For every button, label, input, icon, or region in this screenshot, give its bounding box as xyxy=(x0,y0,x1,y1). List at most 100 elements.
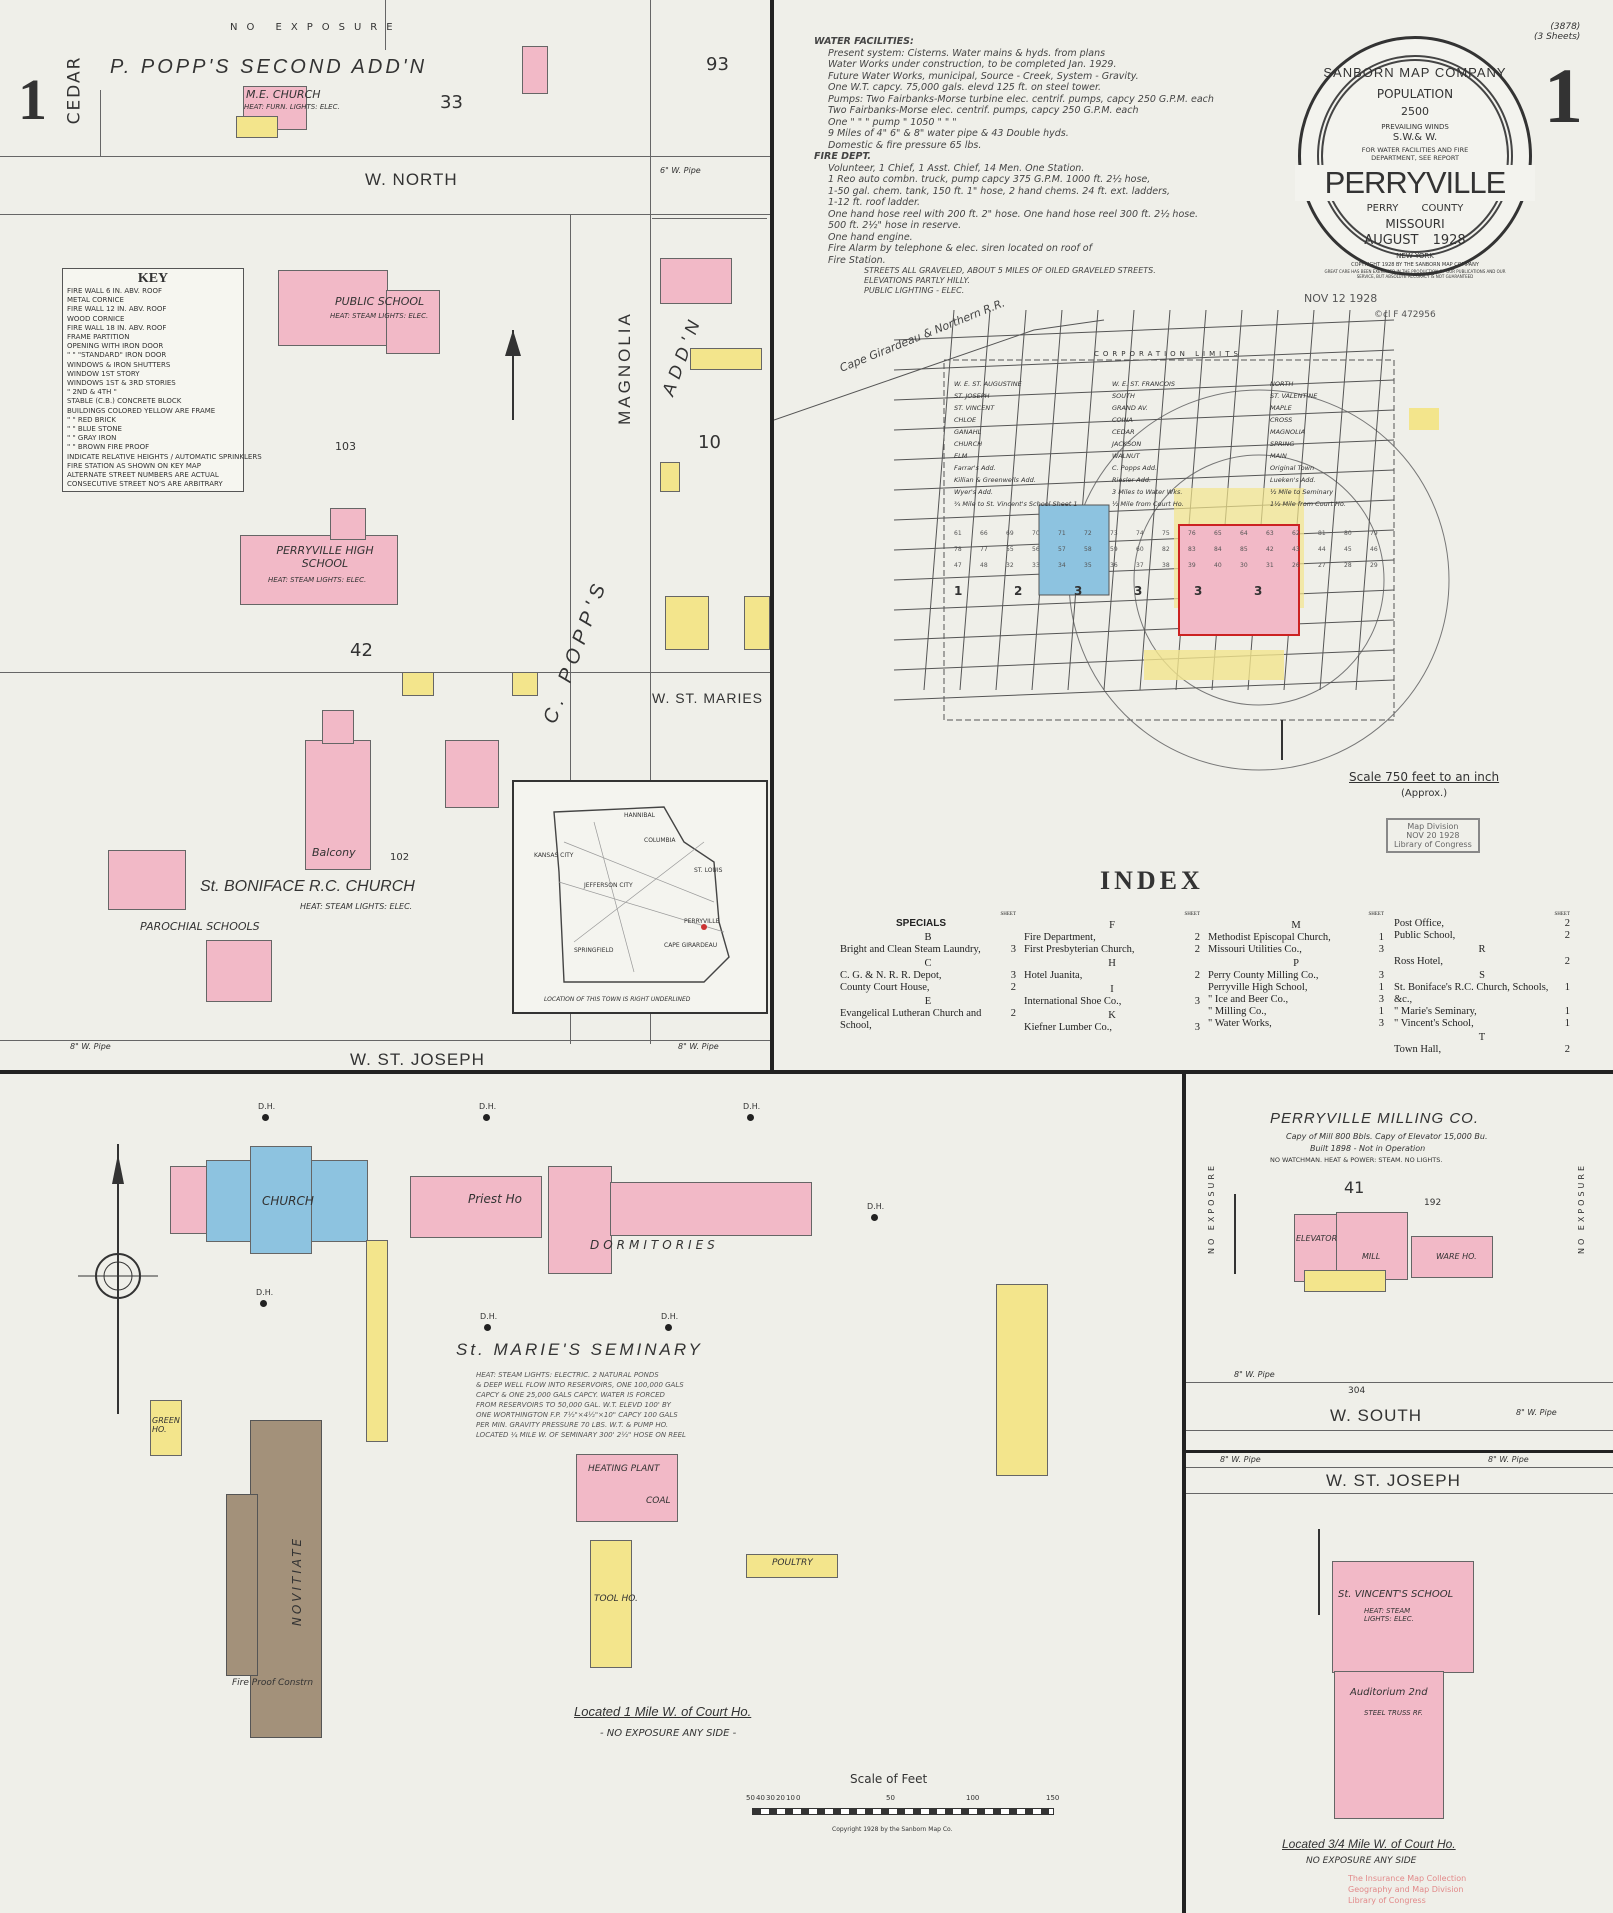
index-entry: Fire Department,2 xyxy=(1024,932,1200,944)
keymap-block-number: 44 xyxy=(1318,546,1326,553)
key-line: INDICATE RELATIVE HEIGHTS / AUTOMATIC SP… xyxy=(67,452,262,461)
index-entry-name: " Marie's Seminary, xyxy=(1394,1006,1477,1017)
tool-house-label: TOOL HO. xyxy=(594,1594,638,1604)
dh-marker-icon xyxy=(871,1214,878,1221)
covered-walk xyxy=(366,1240,388,1442)
report-line: Present system: Cisterns. Water mains & … xyxy=(828,47,1106,59)
building-st-boniface-church xyxy=(305,740,371,870)
coal-label: COAL xyxy=(646,1496,671,1506)
keymap-addition-label: Killian & Greenwells Add. xyxy=(954,476,1036,484)
report-line: 9 Miles of 4" 6" & 8" water pipe & 43 Do… xyxy=(828,128,1069,139)
keymap-block-number: 84 xyxy=(1214,546,1222,553)
index-entry: Methodist Episcopal Church,1 xyxy=(1208,932,1384,944)
keymap-street-line xyxy=(1355,309,1387,691)
key-line: OPENING WITH IRON DOOR xyxy=(67,342,164,351)
keymap-block-number: 45 xyxy=(1344,546,1352,553)
report-line: One " " " pump " 1050 " " " xyxy=(828,116,957,128)
poultry-label: POULTRY xyxy=(772,1558,813,1568)
dh-label: D.H. xyxy=(743,1102,761,1111)
report-line: STREETS ALL GRAVELED, ABOUT 5 MILES OF O… xyxy=(864,266,1156,275)
block-number-10: 10 xyxy=(698,432,721,453)
keymap-street-line xyxy=(995,309,1027,691)
block-number-42: 42 xyxy=(350,640,373,661)
dwelling-5 xyxy=(744,596,770,650)
keymap-block-number: 55 xyxy=(1006,546,1014,553)
report-line: 1-50 gal. chem. tank, 150 ft. 1" hose, 2… xyxy=(828,185,1170,197)
keymap-block-number: 72 xyxy=(1084,530,1092,537)
index-entry-name: Post Office, xyxy=(1394,918,1444,929)
index-entry: " Milling Co.,1 xyxy=(1208,1006,1384,1018)
keymap-street-label: CROSS xyxy=(1270,416,1293,424)
key-line: " " "STANDARD" IRON DOOR xyxy=(67,351,167,360)
seminary-title: St. MARIE'S SEMINARY xyxy=(456,1340,703,1359)
keymap-block-number: 29 xyxy=(1370,562,1378,569)
dh-label: D.H. xyxy=(258,1102,276,1111)
index-entry-sheet: 2 xyxy=(1010,982,1016,993)
keymap-street-line xyxy=(923,309,955,691)
scale-tick-label: 10 xyxy=(786,1794,795,1802)
keymap-note-label: 1½ Mile from Court Ho. xyxy=(1270,500,1346,508)
report-line: Volunteer, 1 Chief, 1 Asst. Chief, 14 Me… xyxy=(828,162,1085,174)
keymap-addition-label: Original Town xyxy=(1270,464,1315,472)
keymap-block-number: 42 xyxy=(1266,546,1274,553)
building-me-church-frame xyxy=(236,116,278,138)
seminary-exposure: - NO EXPOSURE ANY SIDE - xyxy=(600,1728,737,1739)
index-entry-name: Missouri Utilities Co., xyxy=(1208,944,1302,955)
index-entry: Bright and Clean Steam Laundry,3 xyxy=(840,944,1016,956)
keymap-sheet-marker: 3 xyxy=(1254,584,1263,598)
index-entry: Evangelical Lutheran Church and School,2 xyxy=(840,1008,1016,1032)
report-line: Fire Station. xyxy=(828,254,886,266)
keymap-sheet-marker: 1 xyxy=(954,584,963,598)
keymap-block-number: 85 xyxy=(1240,546,1248,553)
keymap-block-number: 69 xyxy=(1006,530,1014,537)
index-entry-name: " Ice and Beer Co., xyxy=(1208,994,1289,1005)
keymap-block-number: 30 xyxy=(1240,562,1248,569)
seal-date: AUGUST 1928 xyxy=(1364,233,1466,248)
copyright-mark: ©cl F 472956 xyxy=(1374,310,1436,320)
seminary-note-line: & DEEP WELL FLOW INTO RESERVOIRS, ONE 10… xyxy=(476,1381,684,1389)
divider-vertical-right xyxy=(1182,1074,1186,1913)
report-line: Two Fairbanks-Morse elec. centrif. pumps… xyxy=(828,105,1139,116)
keymap-scale-note: (Approx.) xyxy=(1401,788,1448,799)
keymap-street-label: CHURCH xyxy=(954,440,983,448)
keymap-block-number: 60 xyxy=(1136,546,1144,553)
report-line: One hand engine. xyxy=(828,231,913,243)
inset-caption: LOCATION OF THIS TOWN IS RIGHT UNDERLINE… xyxy=(544,996,691,1003)
balcony-label: Balcony xyxy=(312,846,356,859)
index-entry: " Water Works,3 xyxy=(1208,1018,1384,1030)
keymap-street-label: COINA xyxy=(1112,416,1133,424)
keymap-block-number: 32 xyxy=(1006,562,1014,569)
scale-tick-label: 150 xyxy=(1046,1794,1060,1802)
report-line: Domestic & fire pressure 65 lbs. xyxy=(828,139,982,151)
index-entry: Kiefner Lumber Co.,3 xyxy=(1024,1022,1200,1034)
index-letter: M xyxy=(1291,920,1301,931)
index-letter: C xyxy=(924,958,932,969)
received-stamp: NOV 12 1928 xyxy=(1304,292,1378,305)
report-line: One hand hose reel with 200 ft. 2" hose.… xyxy=(828,208,1199,220)
building-parochial-school-2 xyxy=(206,940,272,1002)
index-sheet-label: SHEET xyxy=(1000,912,1016,917)
milling-note-2: Built 1898 - Not in Operation xyxy=(1310,1144,1426,1153)
index-entry-name: Public School, xyxy=(1394,930,1456,941)
milling-title: PERRYVILLE MILLING CO. xyxy=(1270,1110,1480,1127)
keymap-street-label: JACKSON xyxy=(1112,440,1142,448)
vincent-pipe-right: 8" W. Pipe xyxy=(1488,1455,1529,1464)
index-entry-name: First Presbyterian Church, xyxy=(1024,944,1135,955)
index-entry-name: Fire Department, xyxy=(1024,932,1096,943)
dormitories-label: DORMITORIES xyxy=(590,1238,719,1252)
index-sheet-label: SHEET xyxy=(1184,912,1200,917)
dh-label: D.H. xyxy=(479,1102,497,1111)
block-number-102: 102 xyxy=(390,852,410,863)
key-line: " " RED BRICK xyxy=(67,415,116,424)
index-entry: County Court House,2 xyxy=(840,982,1016,994)
building-dormitories-center xyxy=(548,1166,612,1274)
scale-tick-label: 20 xyxy=(776,1794,785,1802)
inset-city-label: JEFFERSON CITY xyxy=(584,882,633,889)
key-line: WINDOWS 1ST & 3RD STORIES xyxy=(67,379,176,388)
keymap-block-number: 57 xyxy=(1058,546,1066,553)
keymap-street-line xyxy=(893,679,1395,701)
index-entry: Public School,2 xyxy=(1394,930,1570,942)
north-arrowhead-icon xyxy=(505,330,521,356)
building-public-school-wing xyxy=(386,290,440,354)
